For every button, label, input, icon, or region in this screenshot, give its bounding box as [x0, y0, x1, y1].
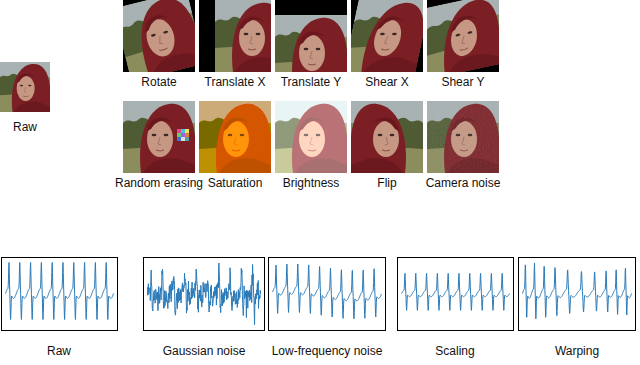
- signal-trace: [523, 263, 632, 319]
- image-caption: Random erasing: [115, 176, 203, 190]
- image-caption: Brightness: [283, 176, 340, 190]
- image-caption: Camera noise: [426, 176, 501, 190]
- signal-trace: [273, 264, 382, 319]
- image-caption: Raw: [13, 120, 37, 134]
- image-caption: Shear Y: [441, 75, 484, 89]
- signal-caption: Raw: [47, 344, 71, 358]
- image-caption: Rotate: [141, 75, 176, 89]
- translate-y-image: [275, 0, 348, 87]
- signal-panel: [398, 258, 514, 331]
- signal-panel: [269, 258, 386, 331]
- signal-trace: [148, 263, 261, 325]
- signal-trace: [402, 273, 510, 310]
- translate-x-image: [199, 0, 288, 72]
- signal-caption: Low-frequency noise: [272, 344, 383, 358]
- signal-caption: Scaling: [435, 344, 474, 358]
- signal-trace: [6, 263, 114, 320]
- camera-noise-image: [427, 101, 500, 173]
- shear-x-image: [343, 0, 431, 72]
- brightness-image: [275, 101, 348, 173]
- signal-caption: Warping: [555, 344, 599, 358]
- flip-image: [350, 101, 423, 173]
- signal-panel: [2, 258, 118, 331]
- image-caption: Saturation: [208, 176, 263, 190]
- signal-panel: [519, 258, 636, 331]
- image-caption: Shear X: [365, 75, 408, 89]
- signal-panel: [144, 258, 265, 331]
- random-erasing-image: [123, 101, 196, 173]
- shear-y-image: [427, 0, 500, 80]
- signal-caption: Gaussian noise: [163, 344, 246, 358]
- saturation-image: [199, 101, 272, 173]
- raw-image: [0, 62, 51, 112]
- image-caption: Translate Y: [281, 75, 342, 89]
- image-caption: Translate X: [205, 75, 266, 89]
- image-caption: Flip: [377, 176, 396, 190]
- rotate-image: [113, 0, 206, 82]
